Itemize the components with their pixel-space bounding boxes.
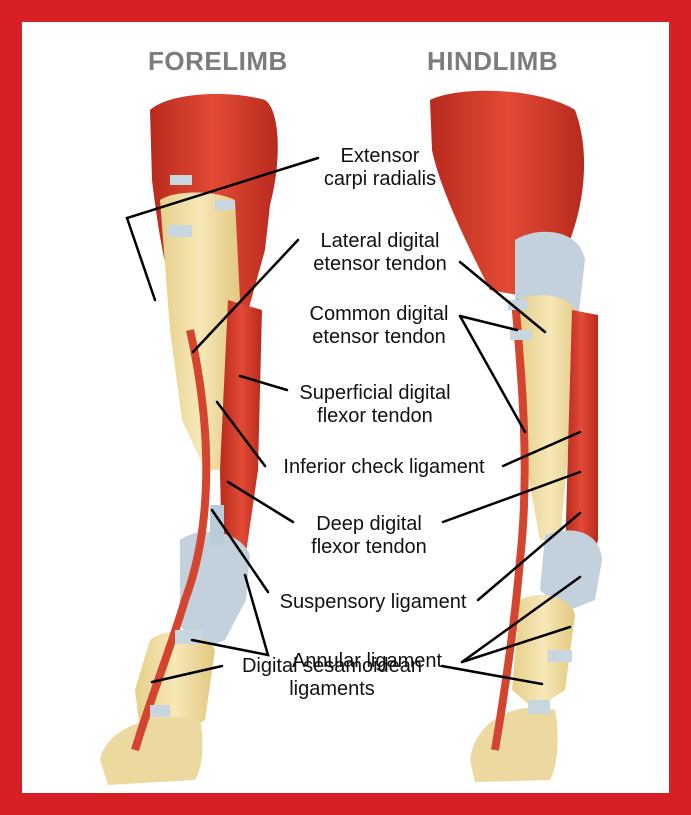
forelimb-band-1 — [170, 175, 192, 185]
label-lateral-digital-line1: Lateral digital — [300, 230, 460, 253]
forelimb-band-6 — [150, 705, 170, 717]
label-sesamoidean-line2: ligaments — [224, 678, 440, 701]
label-sesamoidean-line1: Digital sesamoidean — [224, 655, 440, 678]
forelimb-heading: FORELIMB — [148, 46, 288, 77]
label-deep-digital-line2: flexor tendon — [296, 536, 442, 559]
label-sesamoidean: Digital sesamoidean ligaments — [224, 655, 440, 701]
forelimb-band-3 — [168, 225, 192, 237]
label-common-digital-line1: Common digital — [298, 303, 460, 326]
label-extensor-carpi-radialis: Extensor carpi radialis — [320, 145, 440, 191]
label-extensor-carpi-radialis-line1: Extensor — [320, 145, 440, 168]
label-superficial-digital: Superficial digital flexor tendon — [290, 382, 460, 428]
label-common-digital: Common digital etensor tendon — [298, 303, 460, 349]
label-suspensory: Suspensory ligament — [270, 591, 476, 614]
label-superficial-digital-line2: flexor tendon — [290, 405, 460, 428]
hindlimb-hoof — [470, 707, 558, 782]
label-inferior-check: Inferior check ligament — [266, 456, 502, 479]
label-common-digital-line2: etensor tendon — [298, 326, 460, 349]
label-suspensory-line1: Suspensory ligament — [270, 591, 476, 614]
label-inferior-check-line1: Inferior check ligament — [266, 456, 502, 479]
hindlimb-band-3 — [548, 650, 572, 662]
hindlimb-band-4 — [528, 700, 550, 714]
hindlimb-band-2 — [510, 330, 532, 340]
leader-common-digital — [460, 316, 517, 330]
hindlimb-heading: HINDLIMB — [427, 46, 558, 77]
forelimb-flexor-tendon — [220, 300, 262, 560]
label-deep-digital-line1: Deep digital — [296, 513, 442, 536]
forelimb-band-2 — [215, 200, 235, 210]
label-superficial-digital-line1: Superficial digital — [290, 382, 460, 405]
forelimb-hoof — [100, 717, 202, 785]
label-deep-digital: Deep digital flexor tendon — [296, 513, 442, 559]
label-lateral-digital: Lateral digital etensor tendon — [300, 230, 460, 276]
label-extensor-carpi-radialis-line2: carpi radialis — [320, 168, 440, 191]
label-lateral-digital-line2: etensor tendon — [300, 253, 460, 276]
